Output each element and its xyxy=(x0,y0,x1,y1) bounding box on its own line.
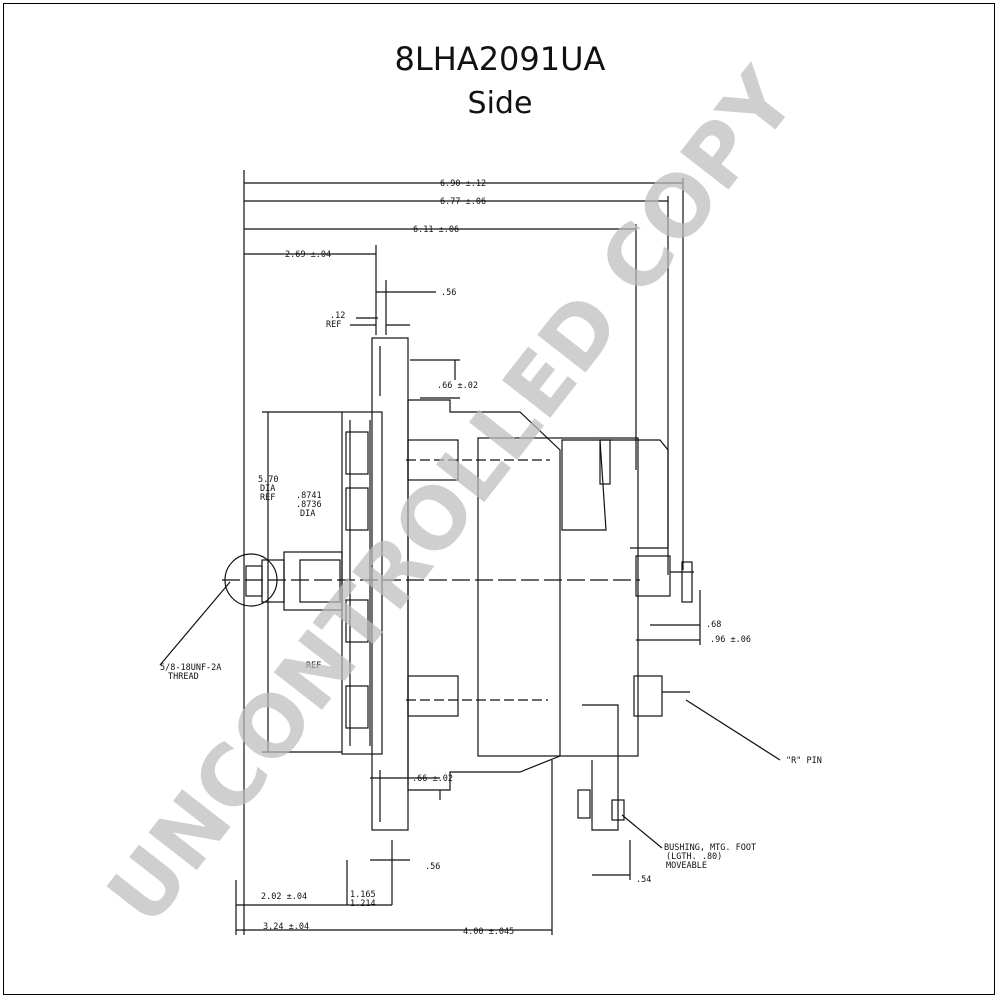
bushing-callout-1: BUSHING, MTG. FOOT xyxy=(664,843,756,853)
dim-fan-thickness: .12 xyxy=(330,311,345,321)
r-pin-callout: "R" PIN xyxy=(786,756,822,766)
page-border xyxy=(3,3,995,995)
dim-body-400: 4.00 ±.045 xyxy=(463,927,514,937)
dim-ref-small: REF xyxy=(306,661,321,671)
bushing-callout-2: (LGTH. .80) xyxy=(666,852,722,862)
dim-bore-dia-1: .8741 xyxy=(296,491,322,501)
bushing-callout-3: MOVEABLE xyxy=(666,861,707,871)
page-title: 8LHA2091UA xyxy=(394,40,606,78)
dim-front-324: 3.24 ±.04 xyxy=(263,922,309,932)
dim-bore-dia-2: .8736 xyxy=(296,500,322,510)
dim-bottom-56: .56 xyxy=(425,862,440,872)
dim-pulley-dia-ref: REF xyxy=(260,493,275,503)
dim-lower-ear: .66 ±.02 xyxy=(412,774,453,784)
dim-overall-b: 6.77 ±.06 xyxy=(440,197,486,207)
dim-bottom-54: .54 xyxy=(636,875,651,885)
dim-upper-ear: .66 ±.02 xyxy=(437,381,478,391)
dim-mid-1214: 1.214 xyxy=(350,899,376,909)
dim-overall-c: 6.11 ±.06 xyxy=(413,225,459,235)
page-subtitle: Side xyxy=(467,86,533,121)
thread-callout-2: THREAD xyxy=(168,672,199,682)
dim-front-202: 2.02 ±.04 xyxy=(261,892,307,902)
dim-pulley-dia-value: 5.70 xyxy=(258,475,278,485)
dim-rear-96: .96 ±.06 xyxy=(710,635,751,645)
dim-overall-a: 6.90 ±.12 xyxy=(440,179,486,189)
dim-front-to-pulley: 2.69 ±.04 xyxy=(285,250,331,260)
dim-fan-width: .56 xyxy=(441,288,456,298)
dim-bore-dia-unit: DIA xyxy=(300,509,315,519)
dim-rear-68: .68 xyxy=(706,620,721,630)
dim-fan-thickness-ref: REF xyxy=(326,320,341,330)
thread-callout-1: 5/8-18UNF-2A xyxy=(160,663,221,673)
dim-pulley-dia-unit: DIA xyxy=(260,484,275,494)
dim-mid-1165: 1.165 xyxy=(350,890,376,900)
